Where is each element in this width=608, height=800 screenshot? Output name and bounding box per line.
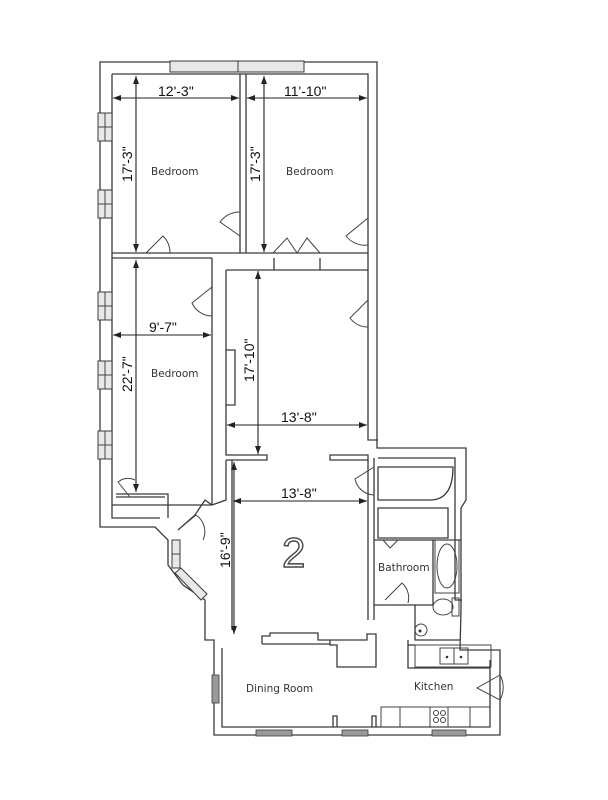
room-label-bedroom-1: Bedroom [151,166,199,178]
dim-bedroom1-width: 12'-3" [158,83,194,99]
dim-bedroom1-depth: 17'-3" [119,146,135,182]
dim-center-width: 13'-8" [281,485,317,501]
room-label-dining-room: Dining Room [246,683,313,695]
dim-center-depth: 16'-9" [217,532,233,568]
dim-living-depth: 17'-10" [241,339,257,382]
unit-number: 2 [282,529,305,576]
room-label-bedroom-3: Bedroom [151,368,199,380]
dim-bedroom2-width: 11'-10" [284,83,326,99]
windows [97,60,467,737]
dim-bedroom2-depth: 17'-3" [247,146,263,182]
dim-living-width: 13'-8" [281,409,317,425]
outer-walls [99,61,501,736]
doors [117,211,504,701]
fixtures [380,539,492,728]
room-label-bedroom-2: Bedroom [286,166,334,178]
dimension-lines [113,76,367,634]
dim-bedroom3-width: 9'-7" [149,319,177,335]
room-label-bathroom: Bathroom [378,562,430,574]
room-label-kitchen: Kitchen [414,681,453,693]
dim-bedroom3-depth: 22'-7" [119,356,135,392]
